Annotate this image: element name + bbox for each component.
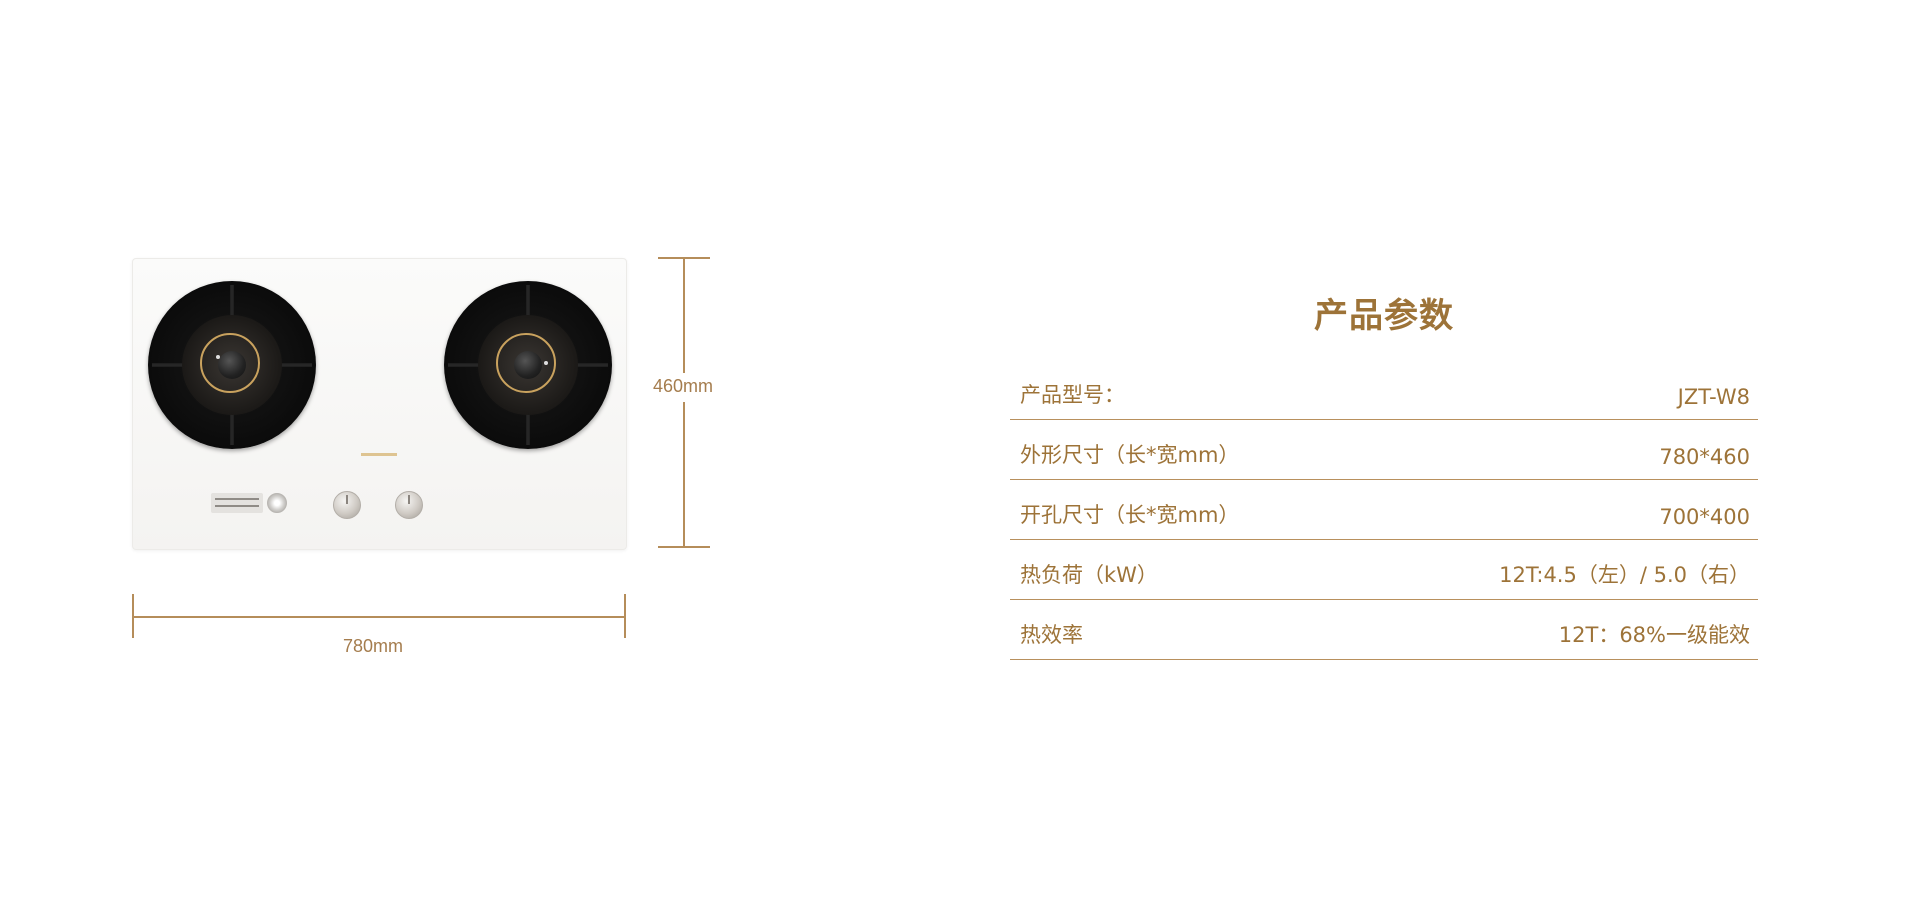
spec-row-model: 产品型号： JZT-W8 bbox=[1010, 360, 1758, 420]
spec-value: 780*460 bbox=[1659, 445, 1750, 469]
height-dimension-upper-line bbox=[683, 257, 685, 373]
height-dimension-label: 460mm bbox=[653, 376, 714, 396]
left-burner-icon bbox=[148, 281, 316, 449]
width-dimension-line bbox=[132, 616, 626, 618]
spec-label: 热效率 bbox=[1020, 623, 1083, 647]
spec-row-outer-size: 外形尺寸（长*宽mm） 780*460 bbox=[1010, 420, 1758, 480]
width-dimension-label: 780mm bbox=[343, 636, 404, 656]
spec-row-cutout-size: 开孔尺寸（长*宽mm） 700*400 bbox=[1010, 480, 1758, 540]
spec-label: 产品型号： bbox=[1020, 383, 1125, 407]
timer-display bbox=[211, 493, 263, 513]
right-burner-icon bbox=[444, 281, 612, 449]
spec-value: 700*400 bbox=[1659, 505, 1750, 529]
spec-title: 产品参数 bbox=[1314, 296, 1454, 336]
right-control-knob-icon bbox=[395, 491, 423, 519]
gas-cooktop-image bbox=[132, 258, 627, 550]
spec-value: 12T：68%一级能效 bbox=[1558, 623, 1750, 647]
height-dimension-lower-line bbox=[683, 402, 685, 547]
spec-label: 热负荷（kW） bbox=[1020, 563, 1158, 587]
spec-row-efficiency: 热效率 12T：68%一级能效 bbox=[1010, 600, 1758, 660]
spec-value: 12T:4.5（左）/ 5.0（右） bbox=[1499, 563, 1750, 587]
spec-label: 开孔尺寸（长*宽mm） bbox=[1020, 503, 1240, 527]
timer-knob-icon bbox=[267, 493, 287, 513]
left-control-knob-icon bbox=[333, 491, 361, 519]
spec-row-heat-load: 热负荷（kW） 12T:4.5（左）/ 5.0（右） bbox=[1010, 540, 1758, 600]
spec-table: 产品型号： JZT-W8 外形尺寸（长*宽mm） 780*460 开孔尺寸（长*… bbox=[1010, 360, 1758, 660]
spec-label: 外形尺寸（长*宽mm） bbox=[1020, 443, 1240, 467]
brand-logo bbox=[361, 453, 397, 456]
spec-value: JZT-W8 bbox=[1677, 385, 1750, 409]
